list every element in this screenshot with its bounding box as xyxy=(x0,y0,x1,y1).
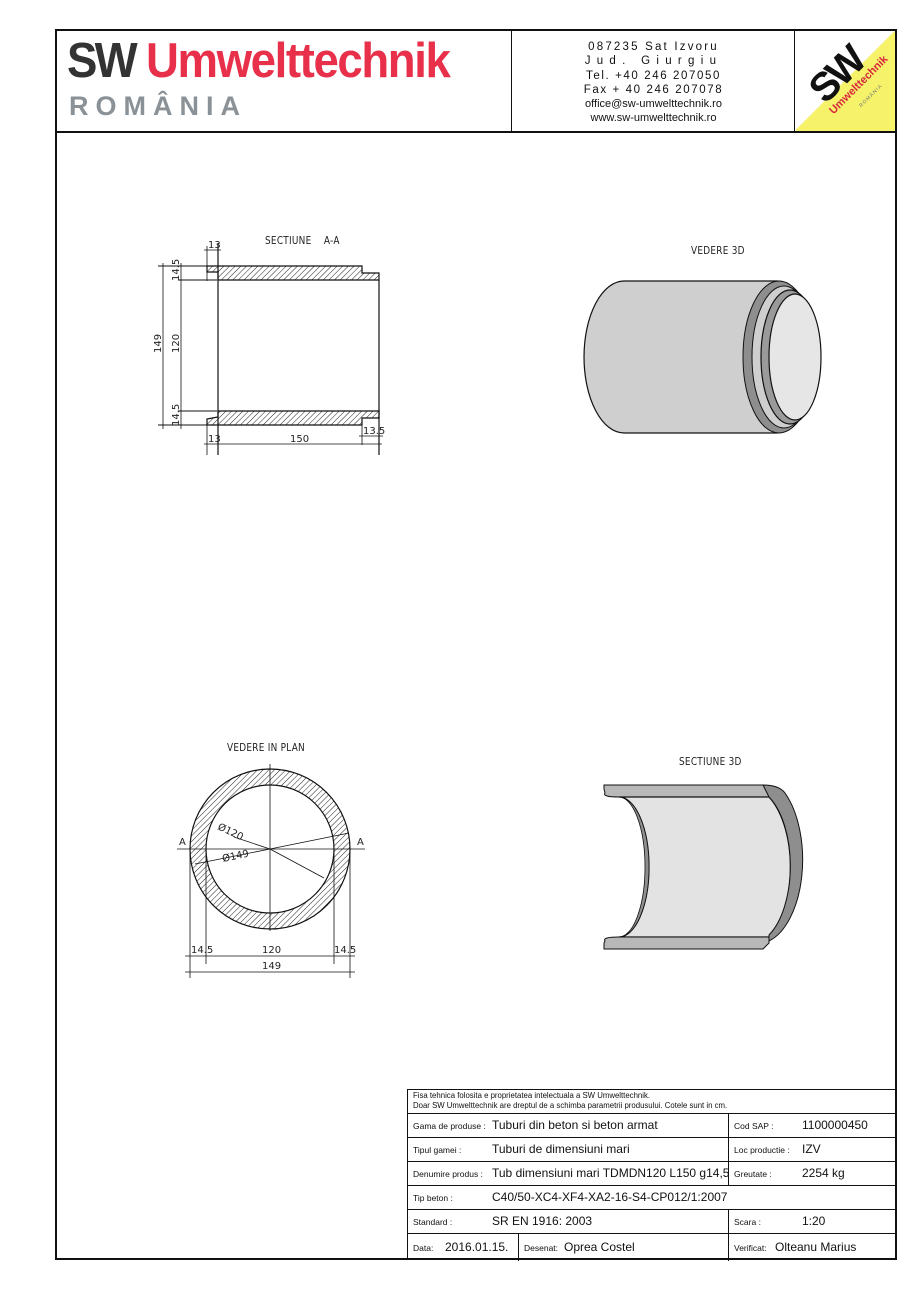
phone: Tel. +40 246 207050 xyxy=(586,69,721,82)
brand-country: ROMÂNIA xyxy=(69,91,247,121)
scara-value: 1:20 xyxy=(802,1214,826,1228)
dim-spigot-top: 13 xyxy=(208,240,221,251)
column-divider xyxy=(728,1162,729,1185)
address-line1: 087235 Sat Izvoru xyxy=(588,41,719,53)
tip-beton-value: C40/50-XC4-XF4-XA2-16-S4-CP012/1:2007 xyxy=(492,1190,728,1204)
tip-beton-label: Tip beton : xyxy=(413,1193,453,1203)
section-marker-left: A xyxy=(179,837,186,848)
row-tip-beton: Tip beton : C40/50-XC4-XF4-XA2-16-S4-CP0… xyxy=(408,1186,896,1210)
standard-value: SR EN 1916: 2003 xyxy=(492,1214,593,1228)
dim-wall-top: 14.5 xyxy=(171,259,182,281)
brand-sw: SW xyxy=(67,34,138,88)
dim-outer: 149 xyxy=(153,334,164,353)
column-divider xyxy=(518,1234,519,1261)
scara-label: Scara : xyxy=(734,1217,761,1227)
column-divider xyxy=(728,1234,729,1261)
title-block: Fisa tehnica folosita e proprietatea int… xyxy=(407,1089,896,1261)
tipul-value: Tuburi de dimensiuni mari xyxy=(492,1142,630,1156)
greutate-label: Greutate : xyxy=(734,1169,772,1179)
dim-inner: 120 xyxy=(171,334,182,353)
verificat-value: Olteanu Marius xyxy=(775,1240,857,1254)
column-divider xyxy=(728,1114,729,1137)
badge-logo: SW Umwelttechnik ROMÂNIA xyxy=(796,31,895,131)
denumire-value: Tub dimensiuni mari TDMDN120 L150 g14,5 xyxy=(492,1166,730,1180)
row-tipul: Tipul gamei : Tuburi de dimensiuni mari … xyxy=(408,1138,896,1162)
dim-wall-left: 14.5 xyxy=(191,945,213,956)
section-marker-right: A xyxy=(357,837,364,848)
section-3d-title: SECTIUNE 3D xyxy=(679,756,742,768)
column-divider xyxy=(728,1210,729,1233)
verificat-label: Verificat: xyxy=(734,1243,767,1253)
tipul-label: Tipul gamei : xyxy=(413,1145,462,1155)
row-gama: Gama de produse : Tuburi din beton si be… xyxy=(408,1114,896,1138)
loc-value: IZV xyxy=(802,1142,821,1156)
standard-label: Standard : xyxy=(413,1217,453,1227)
desenat-label: Desenat: xyxy=(524,1243,559,1253)
data-label: Data: xyxy=(413,1243,434,1253)
column-divider xyxy=(728,1138,729,1161)
dim-wall-right: 14.5 xyxy=(334,945,356,956)
dim-plan-total: 149 xyxy=(262,961,281,972)
section-aa-title: SECTIUNE A-A xyxy=(265,235,340,247)
notice-row: Fisa tehnica folosita e proprietatea int… xyxy=(408,1090,896,1114)
gama-value: Tuburi din beton si beton armat xyxy=(492,1118,658,1132)
desenat-value: Oprea Costel xyxy=(564,1240,635,1254)
cod-sap-value: 1100000450 xyxy=(802,1118,868,1132)
website-link[interactable]: www.sw-umwelttechnik.ro xyxy=(590,112,717,125)
row-signatures: Data: 2016.01.15. Desenat: Oprea Costel … xyxy=(408,1234,896,1261)
cod-sap-label: Cod SAP : xyxy=(734,1121,774,1131)
brand-name: Umwelttechnik xyxy=(145,34,451,88)
dim-spigot-bottom: 13 xyxy=(208,434,221,445)
badge-background xyxy=(796,31,895,131)
fax: Fax + 40 246 207078 xyxy=(583,83,724,96)
view-3d-drawing xyxy=(583,280,822,434)
gama-label: Gama de produse : xyxy=(413,1121,486,1131)
data-value: 2016.01.15. xyxy=(445,1240,509,1254)
loc-label: Loc productie : xyxy=(734,1145,790,1155)
row-denumire: Denumire produs : Tub dimensiuni mari TD… xyxy=(408,1162,896,1186)
section-aa-drawing: 13 13 150 13.5 149 120 14.5 14.5 xyxy=(153,240,385,455)
email-link[interactable]: office@sw-umwelttechnik.ro xyxy=(585,98,722,111)
dim-socket: 13.5 xyxy=(363,426,385,437)
dim-wall-bottom: 14.5 xyxy=(171,404,182,426)
section-3d-drawing xyxy=(603,784,804,950)
greutate-value: 2254 kg xyxy=(802,1166,845,1180)
denumire-label: Denumire produs : xyxy=(413,1169,483,1179)
address-line2: Jud. Giurgiu xyxy=(584,55,723,68)
dim-length: 150 xyxy=(290,434,309,445)
dim-plan-inner: 120 xyxy=(262,945,281,956)
view-3d-title: VEDERE 3D xyxy=(691,245,745,257)
dim-outer-diameter: Ø149 xyxy=(221,848,250,865)
contact-info: 087235 Sat Izvoru Jud. Giurgiu Tel. +40 … xyxy=(513,31,795,131)
plan-view-drawing: Ø120 Ø149 A A 14.5 120 14.5 149 xyxy=(177,764,365,978)
notice-line2: Doar SW Umwelttechnik are dreptul de a s… xyxy=(413,1101,728,1110)
plan-view-title: VEDERE IN PLAN xyxy=(227,742,306,754)
notice-line1: Fisa tehnica folosita e proprietatea int… xyxy=(413,1091,651,1100)
row-standard: Standard : SR EN 1916: 2003 Scara : 1:20 xyxy=(408,1210,896,1234)
